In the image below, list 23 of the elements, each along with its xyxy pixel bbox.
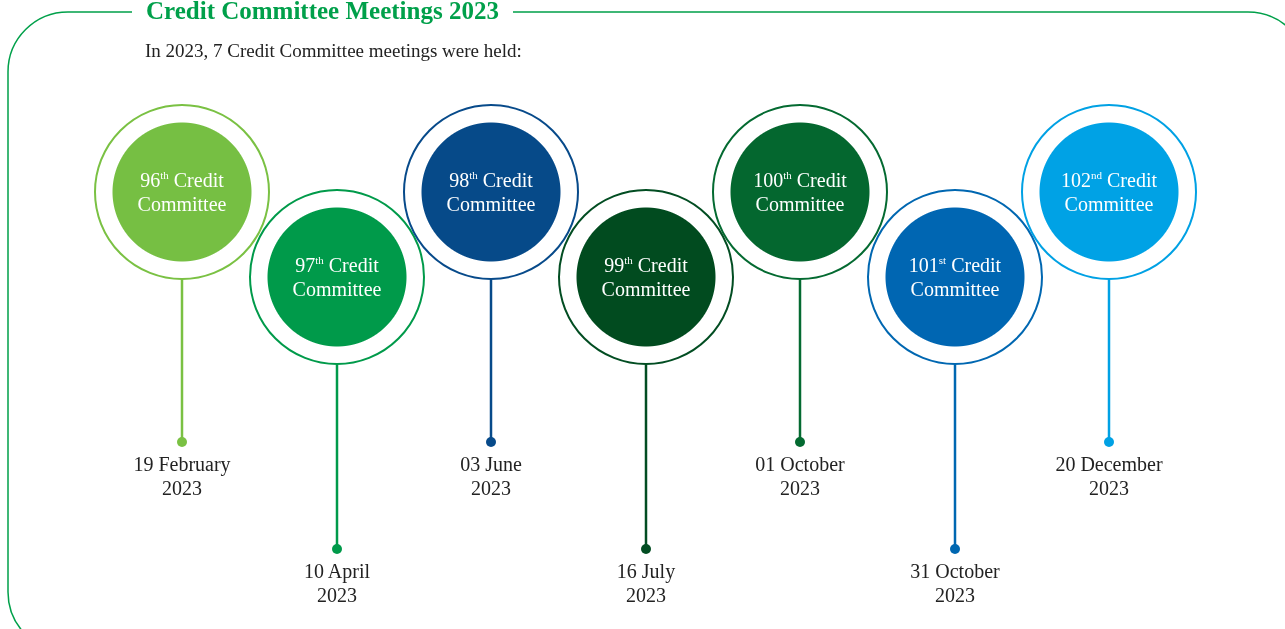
title: Credit Committee Meetings 2023 [132, 0, 513, 26]
connector-line [950, 365, 960, 554]
committee-label: 96$^{th}$ Credit Committee [136, 168, 228, 216]
committee-label: 102$^{nd}$ Credit Committee [1060, 168, 1158, 216]
connector-line [795, 280, 805, 447]
connector-line [641, 365, 651, 554]
connector-line [486, 280, 496, 447]
intro-text: In 2023, 7 Credit Committee meetings were held: [145, 40, 522, 62]
date-label: 31 October 2023 [890, 559, 1020, 607]
connector-line [332, 365, 342, 554]
date-label: 20 December 2023 [1044, 452, 1174, 500]
committee-label: 101$^{st}$ Credit Committee [907, 253, 1003, 301]
date-label: 19 February 2023 [117, 452, 247, 500]
committee-label: 97$^{th}$ Credit Committee [291, 253, 383, 301]
date-label: 01 October 2023 [735, 452, 865, 500]
connector-line [177, 280, 187, 447]
committee-label: 99$^{th}$ Credit Committee [600, 253, 692, 301]
committee-label: 98$^{th}$ Credit Committee [445, 168, 537, 216]
date-label: 10 April 2023 [294, 559, 380, 607]
date-label: 03 June 2023 [448, 452, 534, 500]
connector-line [1104, 280, 1114, 447]
committee-label: 100$^{th}$ Credit Committee [752, 168, 848, 216]
date-label: 16 July 2023 [603, 559, 689, 607]
